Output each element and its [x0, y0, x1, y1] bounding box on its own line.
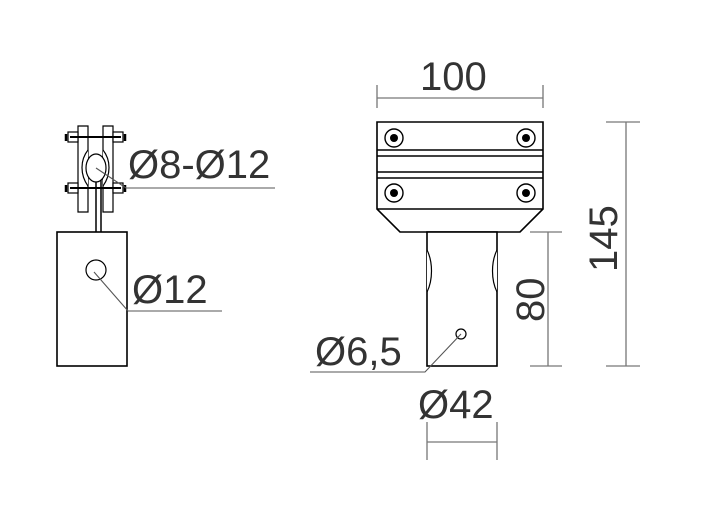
- front-tube: [426, 231, 498, 367]
- label-clamp-range: Ø8-Ø12: [128, 143, 270, 187]
- label-tube-diameter: Ø42: [418, 383, 494, 427]
- front-bolt-top-right: [516, 128, 536, 148]
- label-height: 145: [582, 205, 626, 272]
- side-view: Ø8-Ø12 Ø12: [56, 125, 275, 367]
- label-side-hole: Ø12: [132, 268, 208, 312]
- front-view: 100 145 80 Ø6,5 Ø42: [310, 55, 640, 460]
- front-bolt-bottom-right: [516, 183, 536, 203]
- dim-height: [606, 121, 640, 367]
- dim-tube-height: [530, 231, 562, 367]
- label-tube-height: 80: [509, 278, 553, 323]
- side-block: [56, 231, 128, 367]
- label-width: 100: [420, 55, 487, 99]
- side-hole: [85, 259, 107, 281]
- label-screw-hole: Ø6,5: [315, 330, 402, 374]
- leader-screw-hole: [310, 333, 462, 373]
- front-bolt-bottom-left: [384, 183, 404, 203]
- dim-width: [376, 85, 544, 108]
- dim-tube-diameter: [426, 422, 498, 460]
- leader-clamp-range: [95, 167, 275, 189]
- front-bolt-top-left: [384, 128, 404, 148]
- leader-side-hole: [93, 271, 222, 312]
